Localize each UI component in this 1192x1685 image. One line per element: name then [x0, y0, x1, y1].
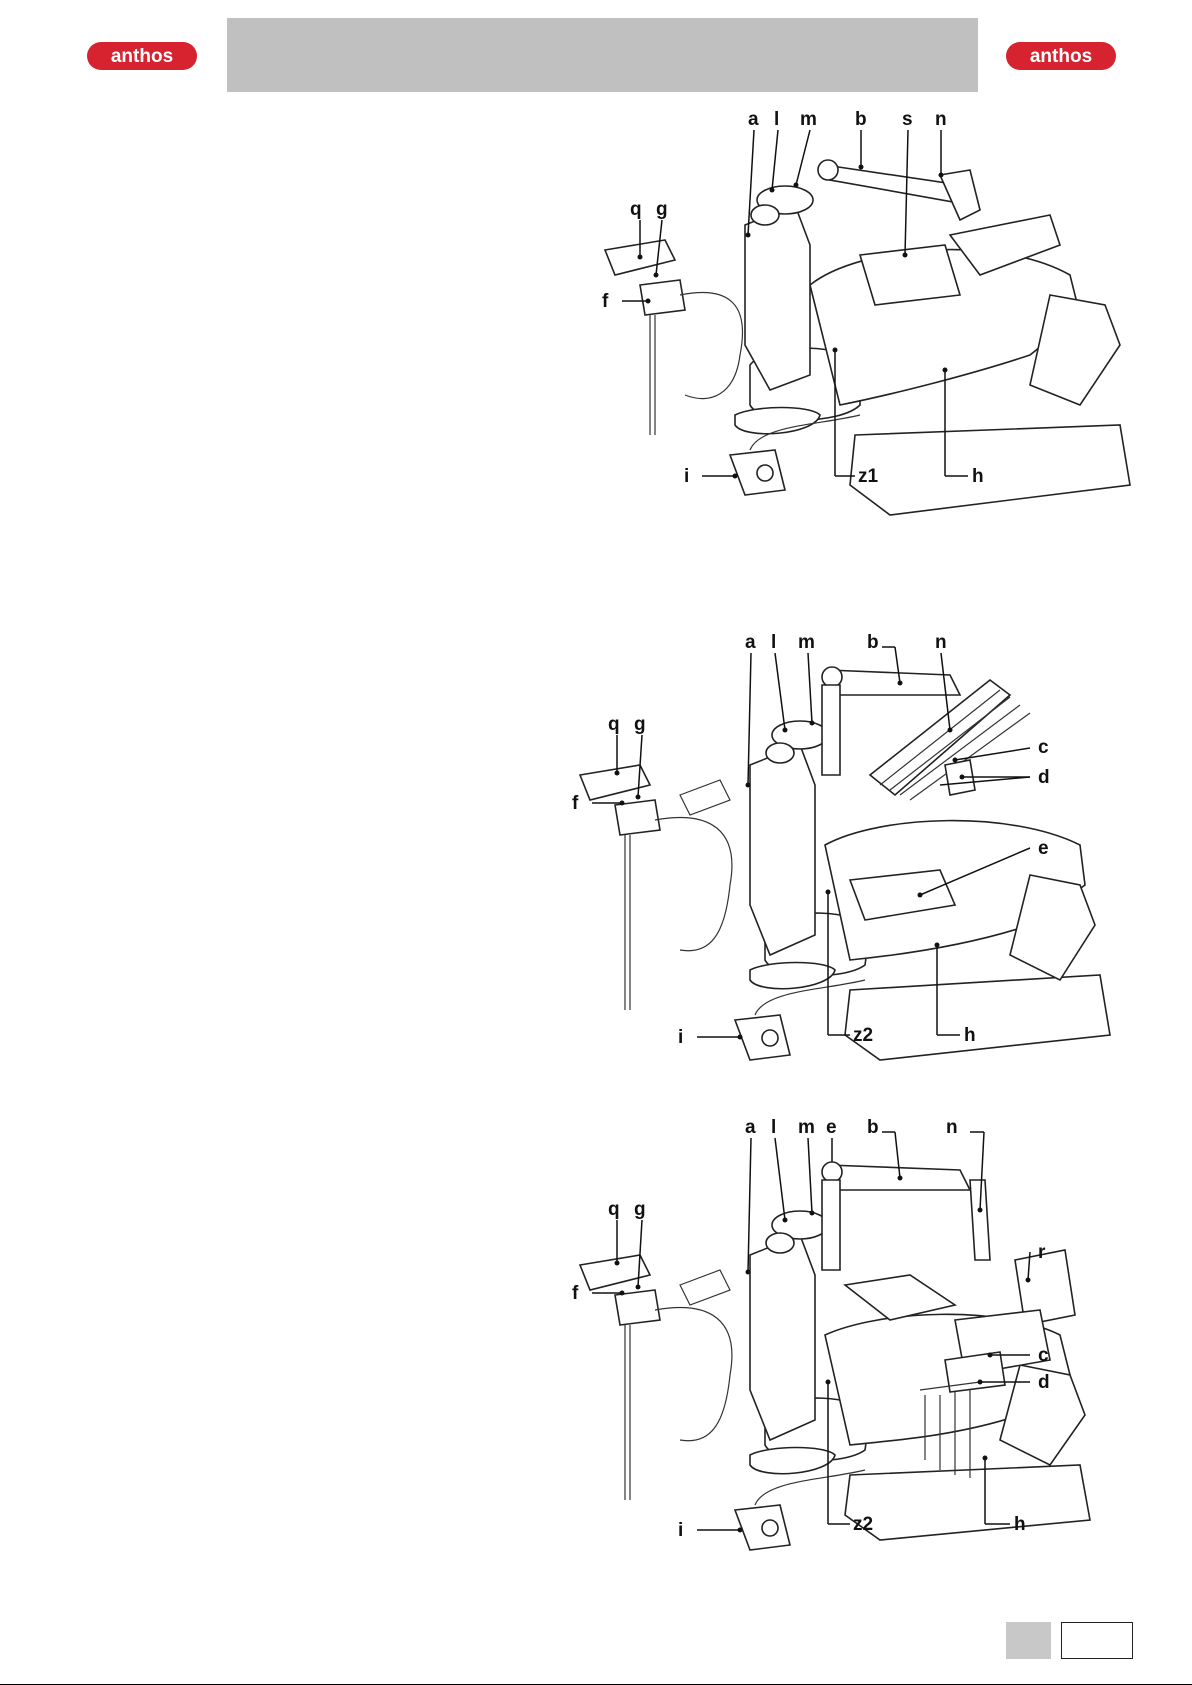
label-q: q [630, 199, 642, 220]
label-a: a [745, 1117, 756, 1138]
label-a: a [745, 632, 756, 653]
label-r: r [1038, 1242, 1046, 1263]
label-q: q [608, 1199, 620, 1220]
label-n: n [946, 1117, 958, 1138]
label-b: b [867, 632, 879, 653]
label-z2: z2 [853, 1025, 873, 1046]
label-l: l [771, 1117, 776, 1138]
label-f: f [572, 793, 579, 814]
label-g: g [634, 1199, 646, 1220]
label-h: h [972, 466, 984, 487]
label-l: l [774, 109, 779, 130]
label-b: b [855, 109, 867, 130]
label-m: m [798, 1117, 815, 1138]
label-s: s [902, 109, 913, 130]
header-bar [227, 18, 978, 92]
dental-unit-figure-2: a l m b n c d e q g f i z2 h [560, 635, 1160, 1105]
label-c: c [1038, 1345, 1049, 1366]
label-d: d [1038, 1372, 1050, 1393]
label-i: i [684, 466, 689, 487]
dental-chair-drawing-3: a l m e b n r c d q g f i z2 h [560, 1120, 1160, 1600]
label-m: m [800, 109, 817, 130]
label-z1: z1 [858, 466, 879, 487]
label-n: n [935, 632, 947, 653]
footer-grey-box [1006, 1622, 1051, 1659]
page-number-box [1061, 1622, 1133, 1659]
label-i: i [678, 1027, 683, 1048]
svg-text:anthos: anthos [1030, 46, 1092, 67]
label-l: l [771, 632, 776, 653]
label-g: g [634, 714, 646, 735]
label-e: e [826, 1117, 837, 1138]
dental-unit-figure-3: a l m e b n r c d q g f i z2 h [560, 1120, 1160, 1600]
label-h: h [964, 1025, 976, 1046]
label-q: q [608, 714, 620, 735]
label-m: m [798, 632, 815, 653]
brand-logo-right: anthos [1005, 41, 1117, 71]
label-h: h [1014, 1514, 1026, 1535]
label-n: n [935, 109, 947, 130]
dental-chair-drawing-1: a l m b s n q g f i z1 h [560, 105, 1160, 545]
label-a: a [748, 109, 759, 130]
anthos-logo-icon: anthos [86, 41, 198, 71]
label-f: f [572, 1283, 579, 1304]
label-i: i [678, 1520, 683, 1541]
label-e: e [1038, 838, 1049, 859]
label-d: d [1038, 767, 1050, 788]
svg-text:anthos: anthos [111, 46, 173, 67]
label-c: c [1038, 737, 1049, 758]
brand-logo-left: anthos [86, 41, 198, 71]
label-g: g [656, 199, 668, 220]
dental-unit-figure-1: a l m b s n q g f i z1 h [560, 105, 1160, 545]
dental-chair-drawing-2: a l m b n c d e q g f i z2 h [560, 635, 1160, 1105]
label-b: b [867, 1117, 879, 1138]
label-z2: z2 [853, 1514, 873, 1535]
anthos-logo-icon: anthos [1005, 41, 1117, 71]
label-f: f [602, 291, 609, 312]
